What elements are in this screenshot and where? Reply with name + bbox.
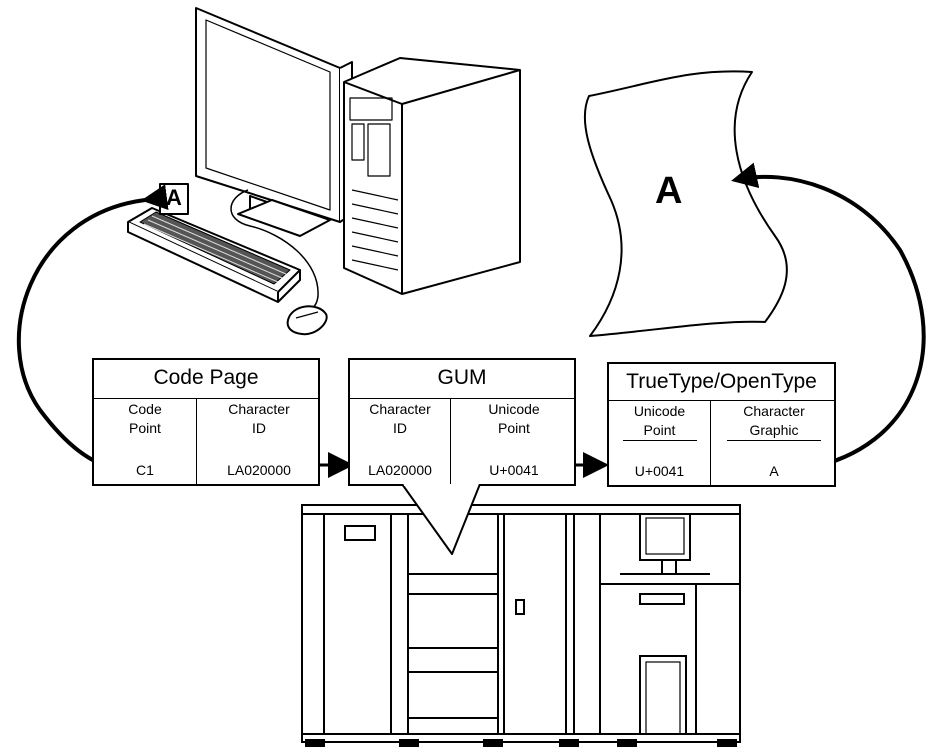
column-header: Unicode Point — [488, 401, 540, 436]
code-page-table: Code Page Code Point Character ID C1 LA0… — [92, 358, 320, 486]
mouse-icon — [286, 305, 328, 336]
keyboard-glyph: A — [166, 185, 182, 210]
column-header: Code Point — [128, 401, 162, 436]
printer-icon — [301, 504, 741, 747]
divider — [609, 400, 834, 401]
paper-glyph: A — [655, 170, 683, 212]
divider — [623, 440, 697, 441]
cell-value: C1 — [136, 462, 154, 478]
truetype-to-paper-arrow — [731, 162, 926, 485]
truetype-opentype-table: TrueType/OpenType Unicode Point Characte… — [607, 362, 836, 487]
divider — [350, 398, 574, 399]
table-title: TrueType/OpenType — [626, 370, 817, 393]
cell-value: U+0041 — [489, 462, 539, 478]
paper-sheet-icon — [583, 70, 788, 337]
column-header: Character ID — [369, 401, 431, 436]
column-header: Character ID — [228, 401, 290, 436]
divider — [727, 440, 821, 441]
gum-table: GUM Character ID Unicode Point LA020000 … — [348, 358, 576, 486]
divider — [94, 398, 318, 399]
divider — [710, 400, 711, 485]
table-title: Code Page — [153, 366, 259, 389]
table-title: GUM — [437, 366, 487, 389]
gum-callout-pointer — [401, 484, 481, 555]
cell-value: U+0041 — [634, 463, 685, 479]
divider — [196, 398, 197, 484]
cell-value: LA020000 — [368, 462, 432, 478]
divider — [450, 398, 451, 484]
cell-value: A — [769, 463, 779, 479]
keyboard-to-codepage-arrow — [16, 184, 169, 478]
monitor-icon — [195, 7, 353, 237]
computer-tower-icon — [343, 57, 521, 295]
cell-value: LA020000 — [227, 462, 291, 478]
column-header: Character Graphic — [743, 403, 805, 438]
column-header: Unicode Point — [633, 403, 686, 438]
